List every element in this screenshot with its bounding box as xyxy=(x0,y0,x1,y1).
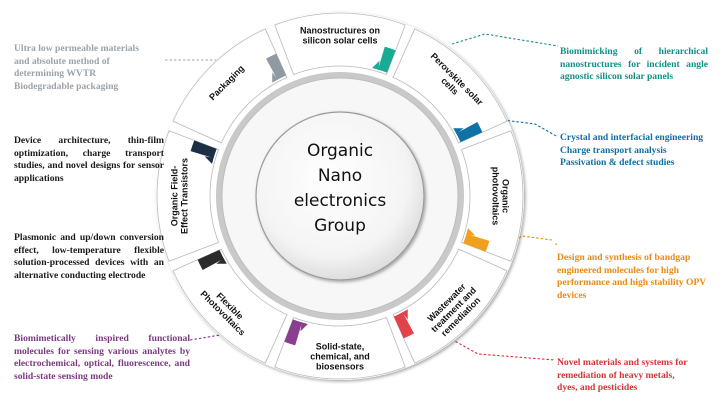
segment-perovskite xyxy=(392,28,508,144)
label-sensors-line: Solid-state, xyxy=(316,342,365,352)
accent-organic-pv xyxy=(463,233,490,252)
note-organic-pv-dot: . xyxy=(555,237,558,248)
connector-packaging xyxy=(165,59,276,69)
label-organic-pv-line: photovoltaics xyxy=(490,167,500,226)
accent-flexible-pv xyxy=(197,249,224,270)
note-packaging: Ultra low permeable materials and absolu… xyxy=(14,43,139,92)
segment-ofet xyxy=(156,130,220,262)
note-nanostructures: Biomimicking of hierarchical nanostructu… xyxy=(560,46,708,83)
pointer-ofet xyxy=(204,156,214,164)
label-ofet-line: Effect Transistors xyxy=(180,158,190,234)
accent-packaging xyxy=(266,53,287,80)
accent-wastewater xyxy=(393,312,414,339)
note-sensors: Biomimetically inspired functional molec… xyxy=(14,333,190,382)
segment-flexible-pv xyxy=(172,248,288,364)
hub-circle xyxy=(255,111,425,281)
label-nanostructures-line: Nanostructures on xyxy=(300,26,380,36)
accent-perovskite xyxy=(456,122,483,143)
note-organic-pv: Design and synthesis of bandgap engineer… xyxy=(557,252,707,301)
note-wastewater: Novel materials and systems for remediat… xyxy=(557,357,688,394)
note-ofet: Device architecture, thin-film optimizat… xyxy=(14,135,164,184)
segment-wastewater xyxy=(392,248,508,364)
hub-title-line: Group xyxy=(314,216,366,236)
pointer-wastewater xyxy=(402,309,408,320)
pointer-packaging xyxy=(272,72,278,83)
hub-title-line: Organic xyxy=(307,141,373,161)
segment-organic-pv xyxy=(460,130,524,262)
accent-nanostructures xyxy=(377,46,396,73)
label-organic-pv-line: Organic xyxy=(500,179,510,213)
label-sensors-line: chemical, and xyxy=(310,352,370,362)
pointer-organic-pv xyxy=(466,228,476,236)
label-ofet: Organic Field-Effect Transistors xyxy=(170,158,190,234)
hub-title-line: electronics xyxy=(294,191,387,211)
label-nanostructures-line: silicon solar cells xyxy=(302,36,377,46)
note-perovskite: Crystal and interfacial engineering Char… xyxy=(560,132,704,169)
accent-sensors xyxy=(284,319,303,346)
label-ofet-line: Organic Field- xyxy=(170,166,180,227)
pointer-sensors xyxy=(300,322,308,332)
pointer-nanostructures xyxy=(372,60,380,70)
label-sensors-line: biosensors xyxy=(316,362,364,372)
segment-packaging xyxy=(172,28,288,144)
hub-title-line: Nano xyxy=(318,166,362,186)
segment-nanostructures xyxy=(274,12,406,76)
pointer-flexible-pv xyxy=(216,258,227,264)
connector-perovskite xyxy=(502,119,559,138)
segment-sensors xyxy=(274,316,406,380)
connector-nanostructures xyxy=(451,33,559,47)
pointer-perovskite xyxy=(453,128,464,134)
accent-ofet xyxy=(190,140,217,159)
note-flexible-pv: Plasmonic and up/down conversion effect,… xyxy=(14,232,164,281)
